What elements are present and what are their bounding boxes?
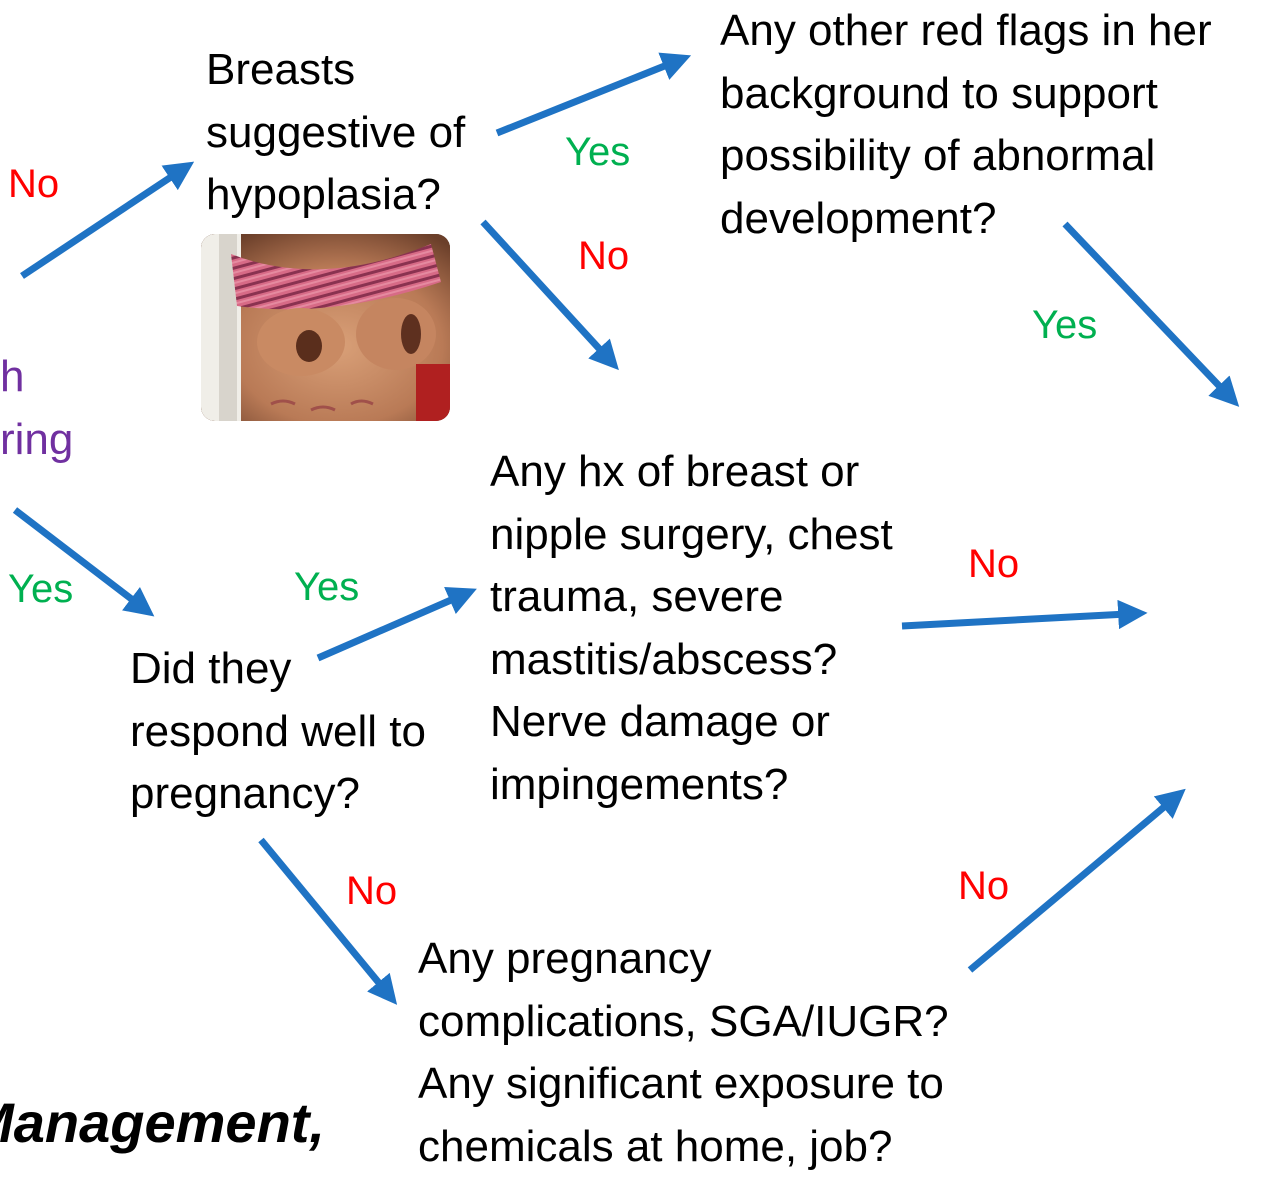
node-breasts-hypoplasia: Breasts suggestive of hypoplasia? <box>206 39 465 227</box>
edge-label-yes: Yes <box>8 565 73 613</box>
node-line: Breasts <box>206 39 465 102</box>
breast-photo <box>201 234 450 421</box>
node-line: pregnancy? <box>130 763 426 826</box>
arrow-breasts-to-redflags <box>497 63 672 133</box>
edge-label-no: No <box>968 540 1019 588</box>
node-line: mastitis/abscess? <box>490 629 893 692</box>
node-line: chemicals at home, job? <box>418 1116 949 1178</box>
edge-label-no: No <box>8 160 59 208</box>
node-line: respond well to <box>130 701 426 764</box>
node-line: impingements? <box>490 754 893 817</box>
footer-heading: Management, <box>0 1088 325 1158</box>
edge-label-yes: Yes <box>1032 301 1097 349</box>
node-line: suggestive of <box>206 102 465 165</box>
node-line: complications, SGA/IUGR? <box>418 991 949 1054</box>
node-surgery-history: Any hx of breast or nipple surgery, ches… <box>490 441 893 816</box>
node-line: ring <box>0 409 73 472</box>
edge-label-no: No <box>346 867 397 915</box>
node-line: Did they <box>130 638 426 701</box>
edge-label-yes: Yes <box>565 128 630 176</box>
node-line: Any other red flags in her <box>720 0 1212 63</box>
footer-heading-text: Management, <box>0 1088 325 1158</box>
node-line: Nerve damage or <box>490 691 893 754</box>
node-line: development? <box>720 188 1212 251</box>
node-line: Any significant exposure to <box>418 1053 949 1116</box>
node-line: Any pregnancy <box>418 928 949 991</box>
arrow-surgery-right <box>902 614 1127 626</box>
edge-label-no: No <box>958 862 1009 910</box>
node-line: background to support <box>720 63 1212 126</box>
node-complications: Any pregnancy complications, SGA/IUGR? A… <box>418 928 949 1178</box>
node-line: nipple surgery, chest <box>490 504 893 567</box>
node-line: hypoplasia? <box>206 164 465 227</box>
node-red-flags: Any other red flags in her background to… <box>720 0 1212 250</box>
node-line: h <box>0 346 73 409</box>
node-pregnancy-response: Did they respond well to pregnancy? <box>130 638 426 826</box>
node-line: Any hx of breast or <box>490 441 893 504</box>
node-left-partial: h ring <box>0 346 73 471</box>
edge-label-yes: Yes <box>294 563 359 611</box>
node-line: trauma, severe <box>490 566 893 629</box>
node-line: possibility of abnormal <box>720 125 1212 188</box>
edge-label-no: No <box>578 232 629 280</box>
